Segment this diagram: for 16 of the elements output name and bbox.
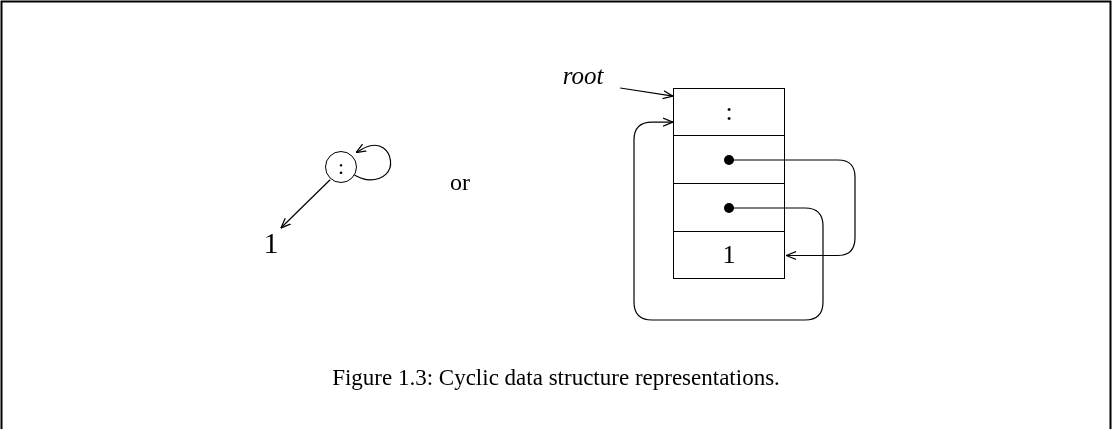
cell-text: : xyxy=(337,156,345,178)
arrow xyxy=(353,143,392,181)
arrow xyxy=(633,117,824,321)
memory-cell xyxy=(673,184,785,232)
connector-word: or xyxy=(450,170,470,194)
node-label: root xyxy=(562,62,604,88)
arrow xyxy=(280,179,331,229)
arrow xyxy=(724,155,856,261)
node-label: 1 xyxy=(263,228,279,258)
memory-cell xyxy=(673,88,785,136)
memory-cell xyxy=(673,232,785,279)
cell-text: 1 xyxy=(722,242,736,268)
arrow xyxy=(619,87,674,100)
cell-text: : xyxy=(725,99,733,125)
memory-cell xyxy=(673,136,785,184)
figure-caption: Figure 1.3: Cyclic data structure representations. xyxy=(331,366,781,389)
